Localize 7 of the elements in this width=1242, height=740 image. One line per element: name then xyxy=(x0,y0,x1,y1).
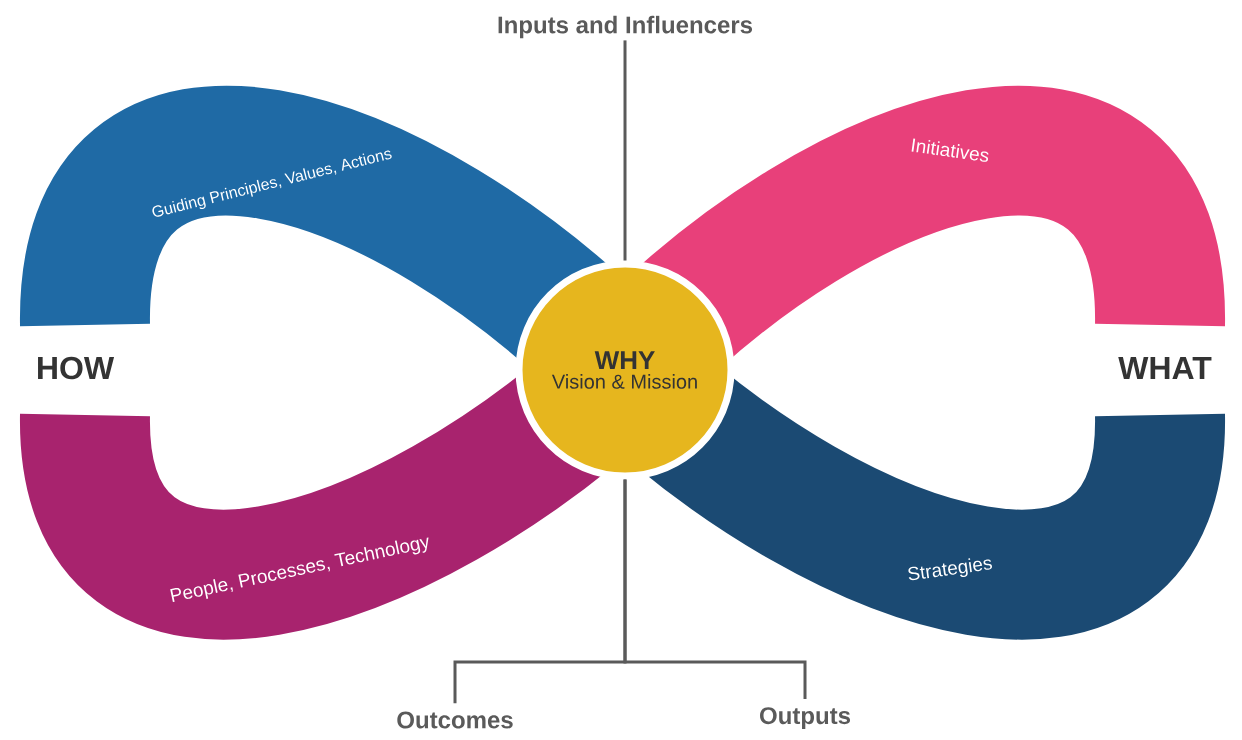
connector-line xyxy=(623,479,807,699)
side-label: HOW xyxy=(38,356,115,380)
heading-text: Outcomes xyxy=(397,711,513,729)
connector-line xyxy=(623,40,627,261)
side-label: WHAT xyxy=(1118,357,1212,379)
heading-text: Inputs and Influencers xyxy=(498,15,753,39)
heading-text: Outputs xyxy=(760,707,850,729)
